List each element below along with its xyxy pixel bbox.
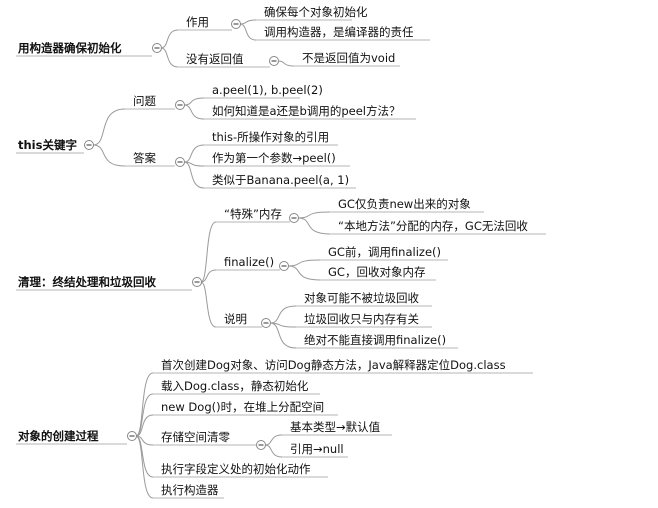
topic-3-branch-3-leaf-3-connector <box>269 322 297 349</box>
topic-4-branch-2: 载入Dog.class，静态初始化 <box>161 379 309 393</box>
topic-3-branch-2-leaf-1-connector <box>287 259 321 267</box>
root-topic-3-toggle[interactable] <box>192 277 202 287</box>
topic-3-branch-1-toggle[interactable] <box>289 213 299 223</box>
topic-2-branch-1-leaf-2: 如何知道是a还是b调用的peel方法？ <box>212 104 401 118</box>
topic-3-branch-1-leaf-1: GC仅负责new出来的对象 <box>338 197 471 211</box>
topic-1-branch-2-leaf-1: 不是返回值为void <box>302 51 395 65</box>
root-topic-1-toggle[interactable] <box>152 43 162 53</box>
topic-2-branch-2: 答案 <box>133 151 156 165</box>
topic-4-branch-4-toggle[interactable] <box>256 440 266 450</box>
topic-3-branch-1-leaf-1-connector <box>297 211 331 219</box>
topic-4-branch-5: 执行字段定义处的初始化动作 <box>161 462 311 476</box>
topic-1-branch-1: 作用 <box>186 15 209 29</box>
topic-2-branch-1-toggle[interactable] <box>175 100 185 110</box>
topic-2-branch-2-toggle[interactable] <box>175 157 185 167</box>
topic-4-branch-4-leaf-1: 基本类型→默认值 <box>290 420 381 434</box>
topic-4-branch-6: 执行构造器 <box>161 483 219 497</box>
root-topic-2: this关键字 <box>18 138 77 152</box>
topic-1-branch-2-toggle[interactable] <box>269 56 279 66</box>
root-topic-4: 对象的创建过程 <box>18 429 99 443</box>
topic-4-branch-4-leaf-2: 引用→null <box>290 442 344 456</box>
topic-1-branch-1-leaf-2: 调用构造器，是编译器的责任 <box>264 25 414 39</box>
topic-3-branch-2-leaf-2-connector <box>287 265 321 281</box>
topic-3-branch-1-leaf-2: “本地方法”分配的内存，GC无法回收 <box>338 219 528 233</box>
topic-4-branch-3: new Dog()时，在堆上分配空间 <box>161 400 324 414</box>
root-topic-4-toggle[interactable] <box>127 431 137 441</box>
topic-3-branch-2-connector <box>200 269 217 283</box>
topic-2-branch-2-leaf-2: 作为第一个参数→peel() <box>212 151 336 165</box>
root-topic-2-toggle[interactable] <box>84 140 94 150</box>
topic-1-branch-2-connector <box>160 47 179 68</box>
root-topic-3: 清理：终结处理和垃圾回收 <box>18 275 156 289</box>
topic-3-branch-1-leaf-2-connector <box>297 217 331 235</box>
topic-3-branch-3-leaf-3: 绝对不能直接调用finalize() <box>304 333 446 347</box>
topic-2-branch-1-leaf-2-connector <box>183 104 205 120</box>
topic-4-branch-4-leaf-2-connector <box>264 444 283 458</box>
topic-1-branch-1-toggle[interactable] <box>231 19 241 29</box>
connector-lines <box>92 19 331 499</box>
underlines <box>16 19 546 499</box>
topic-1-branch-2: 没有返回值 <box>186 52 244 66</box>
topic-4-branch-2-connector <box>135 393 154 437</box>
topic-2-branch-2-leaf-1-connector <box>183 144 205 163</box>
topic-4-branch-3-connector <box>135 414 154 437</box>
topic-4-branch-4: 存储空间清零 <box>161 430 230 444</box>
topic-2-branch-1-connector <box>92 108 126 146</box>
topic-3-branch-3-leaf-1-connector <box>269 305 297 324</box>
topic-4-branch-6-connector <box>135 435 154 499</box>
topic-1-branch-1-leaf-1: 确保每个对象初始化 <box>264 5 368 19</box>
topic-1-branch-1-leaf-1-connector <box>239 19 257 25</box>
topic-3-branch-3-connector <box>200 281 217 328</box>
topic-1-branch-1-connector <box>160 29 179 49</box>
topic-3-branch-1: “特殊”内存 <box>224 207 282 221</box>
topic-3-branch-3-leaf-2: 垃圾回收只与内存有关 <box>304 312 419 326</box>
topic-3-branch-3: 说明 <box>224 312 247 326</box>
topic-2-branch-1-leaf-1: a.peel(1), b.peel(2) <box>212 83 323 97</box>
topic-3-branch-3-toggle[interactable] <box>261 318 271 328</box>
topic-3-branch-2-leaf-2: GC，回收对象内存 <box>328 265 425 279</box>
topic-4-branch-1: 首次创建Dog对象、访问Dog静态方法，Java解释器定位Dog.class <box>161 358 506 372</box>
topic-3-branch-2: finalize() <box>224 255 274 269</box>
topic-4-branch-4-leaf-1-connector <box>264 434 283 446</box>
topic-2-branch-1: 问题 <box>133 94 156 108</box>
root-topic-1: 用构造器确保初始化 <box>17 41 122 55</box>
topic-2-branch-1-leaf-1-connector <box>183 97 205 106</box>
topic-2-branch-2-leaf-3: 类似于Banana.peel(a, 1) <box>212 173 349 187</box>
topic-3-branch-2-toggle[interactable] <box>279 261 289 271</box>
topic-2-branch-2-leaf-3-connector <box>183 161 205 189</box>
topic-3-branch-1-connector <box>200 221 217 283</box>
collapse-toggles <box>84 19 299 450</box>
topic-1-branch-2-leaf-1-connector <box>277 60 295 67</box>
topic-2-branch-2-leaf-1: this-所操作对象的引用 <box>212 130 329 144</box>
topic-3-branch-2-leaf-1: GC前，调用finalize() <box>328 245 441 259</box>
topic-2-branch-2-connector <box>92 144 126 167</box>
topic-1-branch-1-leaf-2-connector <box>239 23 257 41</box>
topic-3-branch-3-leaf-1: 对象可能不被垃圾回收 <box>304 291 419 305</box>
